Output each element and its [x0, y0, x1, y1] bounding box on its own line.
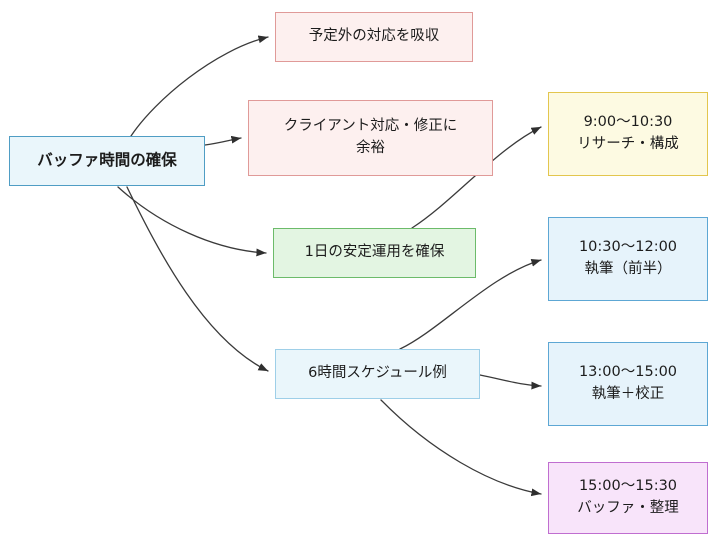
- edge-root-to-stable: [117, 186, 267, 257]
- node-slot1[interactable]: 9:00〜10:30 リサーチ・構成: [548, 92, 708, 176]
- node-slot2[interactable]: 10:30〜12:00 執筆（前半）: [548, 217, 708, 301]
- node-slot3-label: 13:00〜15:00 執筆＋校正: [578, 364, 678, 402]
- node-slot1-label: 9:00〜10:30 リサーチ・構成: [577, 114, 679, 152]
- node-root[interactable]: バッファ時間の確保: [9, 136, 205, 186]
- node-slot4-label: 15:00〜15:30 バッファ・整理: [577, 478, 679, 516]
- node-root-label: バッファ時間の確保: [37, 151, 177, 170]
- node-absorb[interactable]: 予定外の対応を吸収: [275, 12, 473, 62]
- node-absorb-label: 予定外の対応を吸収: [308, 28, 440, 45]
- node-slot2-label: 10:30〜12:00 執筆（前半）: [578, 239, 678, 277]
- node-client-label: クライアント対応・修正に 余裕: [283, 118, 458, 156]
- node-schedule[interactable]: 6時間スケジュール例: [275, 349, 480, 399]
- edge-root-to-client: [204, 135, 242, 146]
- node-slot4[interactable]: 15:00〜15:30 バッファ・整理: [548, 462, 708, 534]
- node-schedule-label: 6時間スケジュール例: [308, 365, 447, 382]
- edge-schedule-to-slot4: [380, 399, 542, 497]
- node-client[interactable]: クライアント対応・修正に 余裕: [248, 100, 493, 176]
- node-slot3[interactable]: 13:00〜15:00 執筆＋校正: [548, 342, 708, 426]
- edge-root-to-schedule: [126, 186, 269, 372]
- node-stable[interactable]: 1日の安定運用を確保: [273, 228, 476, 278]
- node-stable-label: 1日の安定運用を確保: [304, 244, 445, 261]
- edge-schedule-to-slot3: [479, 374, 542, 390]
